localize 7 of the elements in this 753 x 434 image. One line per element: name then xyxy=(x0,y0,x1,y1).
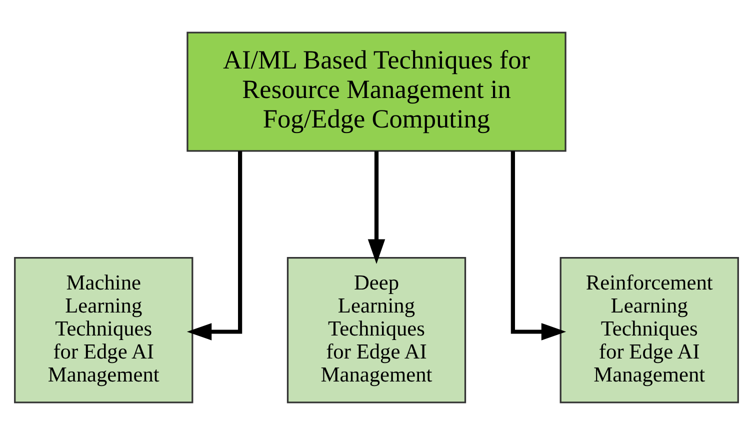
node-box: Deep Learning Techniques for Edge AI Management xyxy=(286,256,466,403)
node-box: AI/ML Based Techniques for Resource Management in Fog/Edge Computing xyxy=(186,31,566,152)
arrow xyxy=(186,150,242,340)
node-box: Reinforcement Learning Techniques for Edge AI Management xyxy=(560,256,739,403)
arrow xyxy=(510,150,566,340)
node-box: Machine Learning Techniques for Edge AI Management xyxy=(14,256,194,403)
arrow xyxy=(368,150,386,264)
